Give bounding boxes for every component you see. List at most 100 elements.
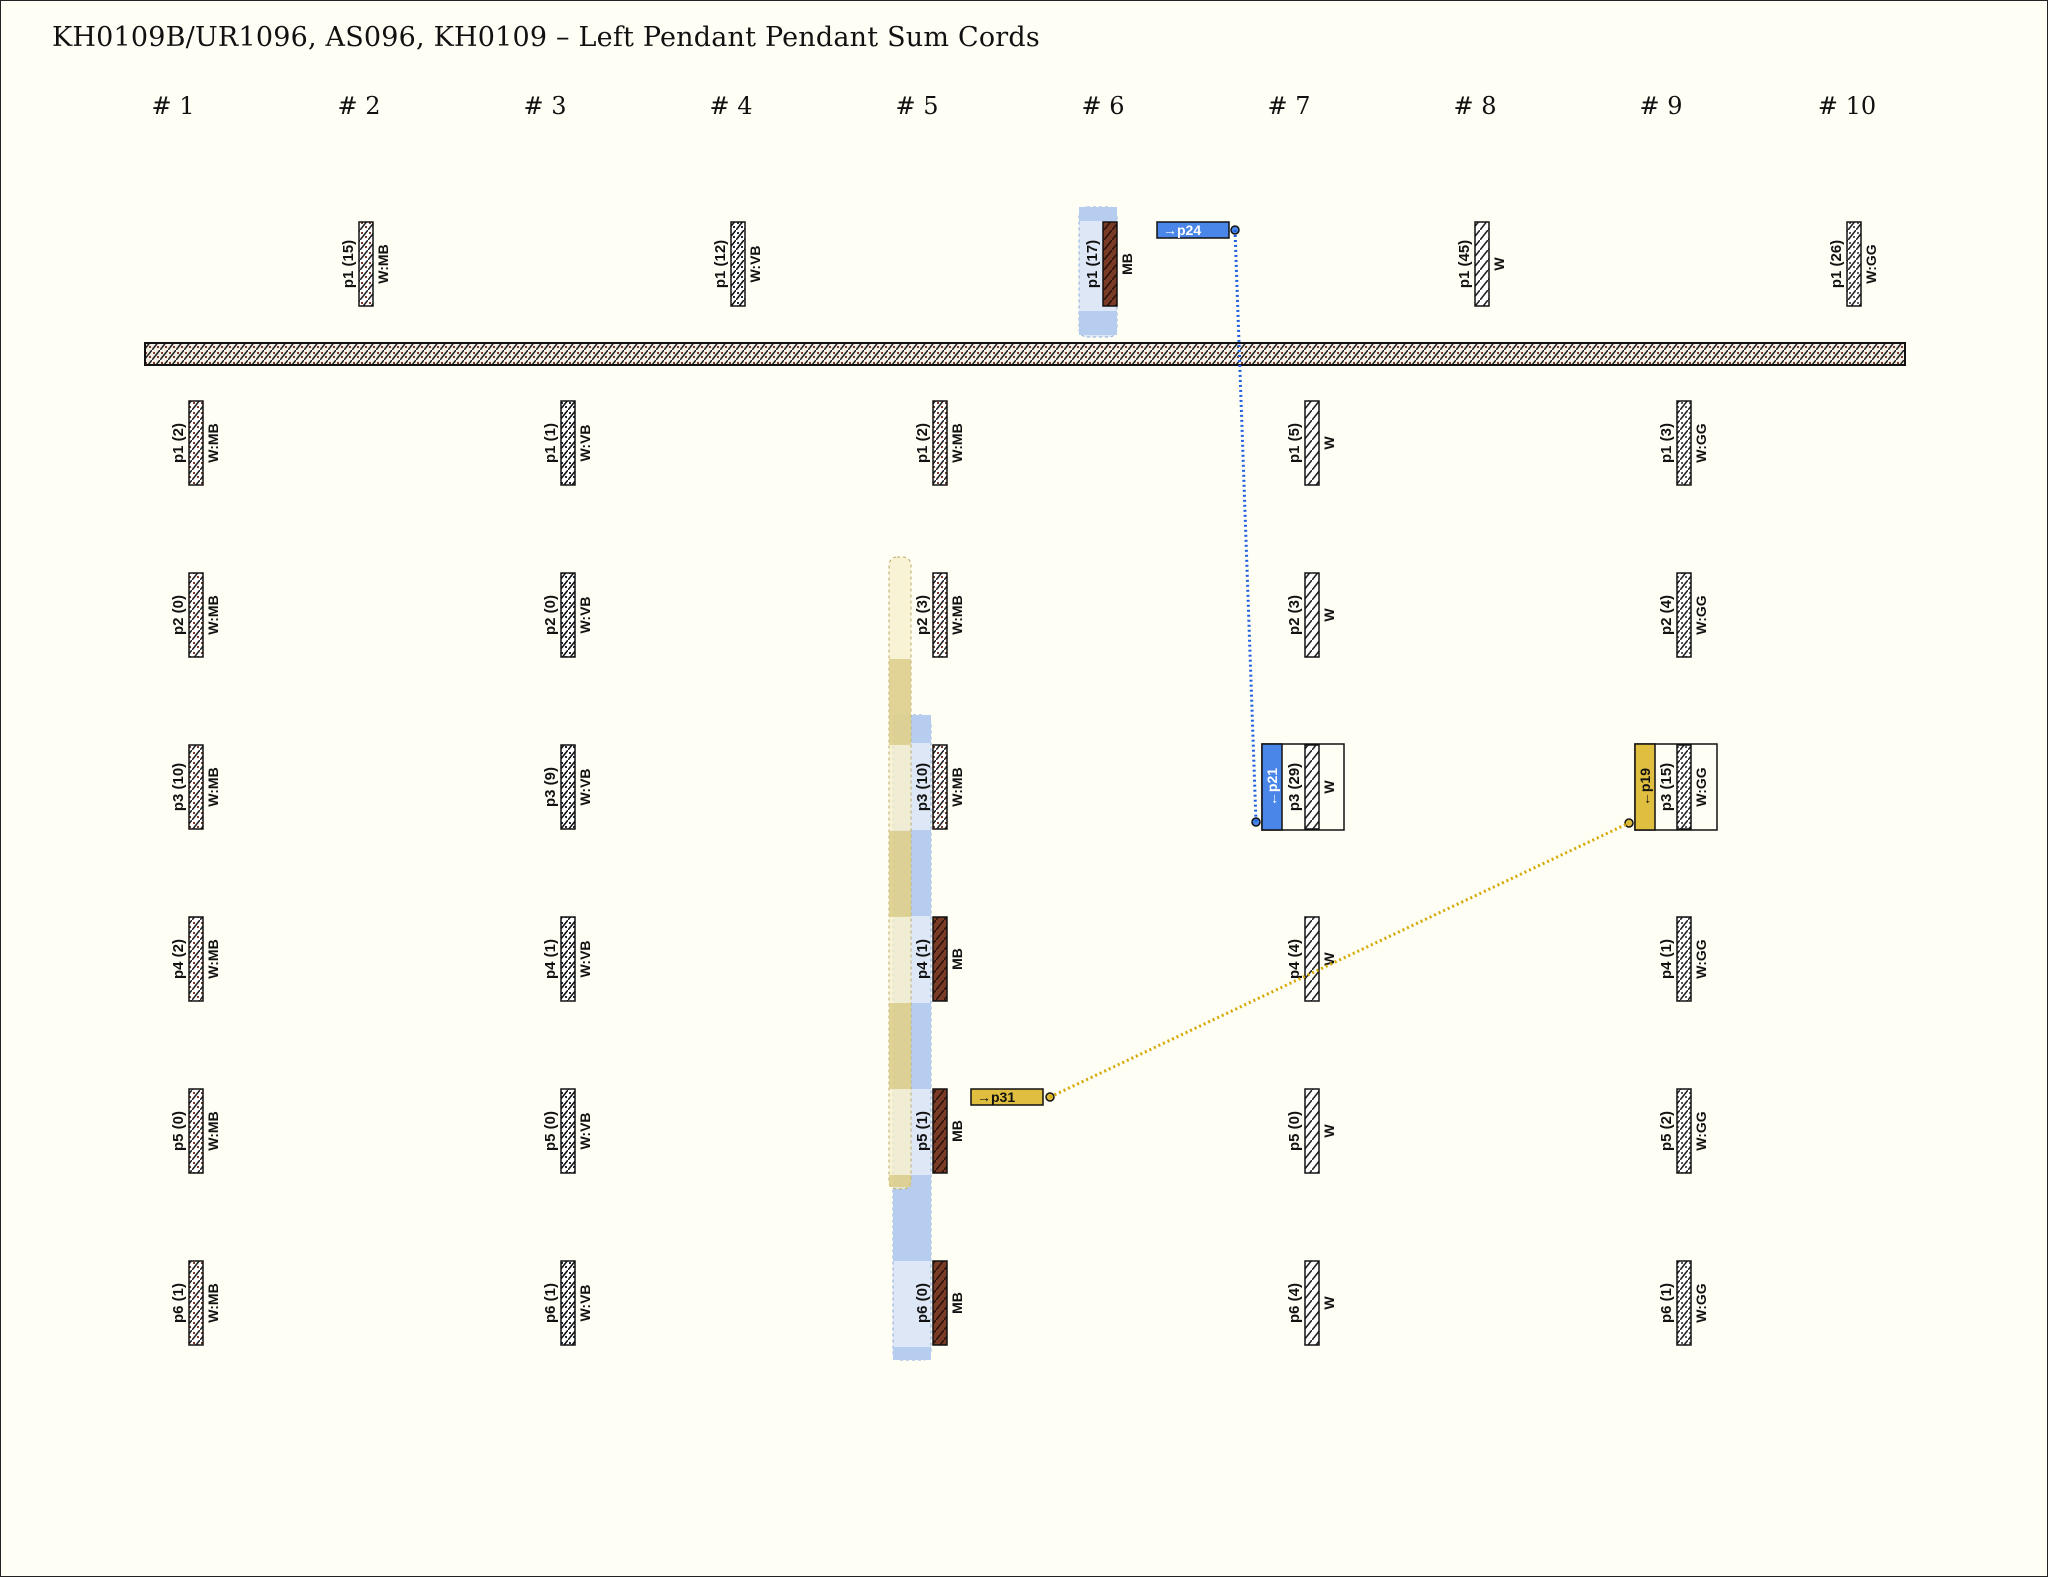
cord-color-label: W:MB: [205, 767, 221, 806]
cord-label: p5 (0): [170, 1111, 187, 1151]
cord-swatch: [932, 1088, 948, 1174]
pendant-cord[interactable]: p4 (1)MB: [914, 916, 965, 1002]
link-tag-from[interactable]: →p31: [970, 1088, 1055, 1106]
link-tag-to[interactable]: ←p21: [1251, 743, 1283, 831]
pendant-cord[interactable]: p5 (1)MB: [914, 1088, 965, 1174]
pendant-cord[interactable]: p1 (5)W: [1286, 400, 1337, 486]
cord-swatch: [188, 744, 204, 830]
cord-label: p1 (2): [170, 423, 187, 463]
column-header: # 8: [1453, 92, 1497, 120]
cord-swatch: [1304, 400, 1320, 486]
pendant-cord[interactable]: p6 (1)W:GG: [1658, 1260, 1709, 1346]
cord-swatch: [730, 221, 746, 307]
pendant-cord[interactable]: p2 (0)W:MB: [170, 572, 221, 658]
cord-label: p2 (3): [914, 595, 931, 635]
cord-swatch: [188, 1088, 204, 1174]
link-endpoint: [1251, 817, 1261, 827]
cord-color-label: W:MB: [205, 1111, 221, 1150]
cord-label: p6 (1): [170, 1283, 187, 1323]
pendant-cord[interactable]: p2 (3) W:MB: [914, 572, 965, 658]
cord-color-label: W:VB: [747, 245, 763, 282]
pendant-cord[interactable]: p2 (0)W:VB: [542, 572, 593, 658]
cord-color-label: W:MB: [949, 595, 965, 634]
cord-color-label: W: [1321, 1124, 1337, 1138]
cord-swatch: [1676, 744, 1692, 830]
page-title: KH0109B/UR1096, AS096, KH0109 – Left Pen…: [52, 22, 1040, 53]
column-header: # 7: [1267, 92, 1311, 120]
blue-band-segment: [1079, 311, 1117, 335]
pendant-cord[interactable]: p5 (0) W:MB: [170, 1088, 221, 1174]
cord-swatch: [560, 572, 576, 658]
link-tag-from[interactable]: →p24: [1156, 221, 1240, 239]
cord-swatch: [1304, 1260, 1320, 1346]
cord-color-label: W:GG: [1863, 244, 1879, 284]
cord-swatch: [560, 1260, 576, 1346]
pendant-cord[interactable]: p2 (4)W:GG: [1658, 572, 1709, 658]
pendant-cord[interactable]: p3 (15)W:GG: [1658, 744, 1709, 830]
column-header: # 3: [523, 92, 567, 120]
cord-swatch: [932, 916, 948, 1002]
cord-label: p6 (1): [1658, 1283, 1675, 1323]
pendant-cord[interactable]: p6 (4)W: [1286, 1260, 1337, 1346]
cord-color-label: W:MB: [375, 244, 391, 283]
pendant-cord[interactable]: p1 (45): [1456, 221, 1490, 307]
column-header: # 9: [1639, 92, 1683, 120]
cord-color-label: MB: [949, 1120, 965, 1142]
cord-color-label: W:VB: [577, 424, 593, 461]
tag-box: [1634, 743, 1656, 831]
pendant-cord[interactable]: p1 (15): [340, 221, 374, 307]
cord-swatch: [358, 221, 374, 307]
pendant-cord[interactable]: p4 (1)W:VB: [542, 916, 593, 1002]
pendant-cord[interactable]: p1 (2)W:MB: [170, 400, 221, 486]
yellow-band-segment: [889, 831, 911, 917]
cord-color-label: W:VB: [577, 940, 593, 977]
pendant-cord[interactable]: p5 (0)W:VB: [542, 1088, 593, 1174]
pendant-cord[interactable]: p1 (2)W:MB: [914, 400, 965, 486]
pendant-cord[interactable]: p2 (3)W: [1286, 572, 1337, 658]
pendant-cord[interactable]: p3 (10) W:MB: [170, 744, 221, 830]
pendant-cord[interactable]: p3 (29)W: [1286, 744, 1337, 830]
link-line-gold: [1049, 821, 1630, 1099]
pendant-cord[interactable]: p4 (1)W:GG: [1658, 916, 1709, 1002]
tag-label: ←p19: [1637, 768, 1653, 806]
cord-label: p4 (2): [170, 939, 187, 979]
cord-label: p3 (10): [170, 763, 187, 811]
pendant-cord[interactable]: p1 (26): [1828, 221, 1862, 307]
pendant-cord[interactable]: p3 (9)W:VB: [542, 744, 593, 830]
cord-label: p4 (1): [914, 939, 931, 979]
main-cord: [144, 342, 1906, 366]
column-header: # 1: [151, 92, 195, 120]
cord-color-label: MB: [1119, 253, 1135, 275]
blue-band-segment: [893, 1347, 931, 1360]
link-tag-to[interactable]: ←p19: [1624, 743, 1656, 831]
pendant-cord[interactable]: p5 (0)W: [1286, 1088, 1337, 1174]
cord-color-label: W: [1321, 436, 1337, 450]
yellow-band-segment: [889, 1003, 911, 1089]
pendant-cord[interactable]: p6 (1)W:MB: [170, 1260, 221, 1346]
cord-swatch: [188, 1260, 204, 1346]
pendant-cord[interactable]: p3 (10)W:MB: [914, 744, 965, 830]
pendant-cord[interactable]: p6 (1) W:VB: [542, 1260, 593, 1346]
pendant-cord[interactable]: p1 (17): [1084, 221, 1118, 307]
cord-color-label: W:GG: [1693, 595, 1709, 635]
cord-color-label: W:VB: [577, 1284, 593, 1321]
cord-color-label: W:GG: [1693, 767, 1709, 807]
pendant-cord[interactable]: p1 (3)W:GG: [1658, 400, 1709, 486]
cord-color-label: W:MB: [949, 423, 965, 462]
pendant-cord[interactable]: p5 (2)W:GG: [1658, 1088, 1709, 1174]
pendant-cord[interactable]: p4 (2)W:MB: [170, 916, 221, 1002]
cord-label: p3 (10): [914, 763, 931, 811]
pendant-cord[interactable]: p1 (12): [712, 221, 746, 307]
pendant-cord[interactable]: p4 (4)W: [1286, 916, 1337, 1002]
cord-label: p1 (17): [1084, 240, 1101, 288]
cord-swatch: [932, 400, 948, 486]
pendant-cord[interactable]: p6 (0)MB: [914, 1260, 965, 1346]
cord-label: p6 (1): [542, 1283, 559, 1323]
pendant-cord[interactable]: p1 (1)W:VB: [542, 400, 593, 486]
cord-label: p2 (0): [170, 595, 187, 635]
cord-swatch: [932, 744, 948, 830]
cord-label: p2 (0): [542, 595, 559, 635]
cord-label: p3 (9): [542, 767, 559, 807]
cord-color-label: W: [1321, 1296, 1337, 1310]
cord-label: p1 (45): [1456, 240, 1473, 288]
